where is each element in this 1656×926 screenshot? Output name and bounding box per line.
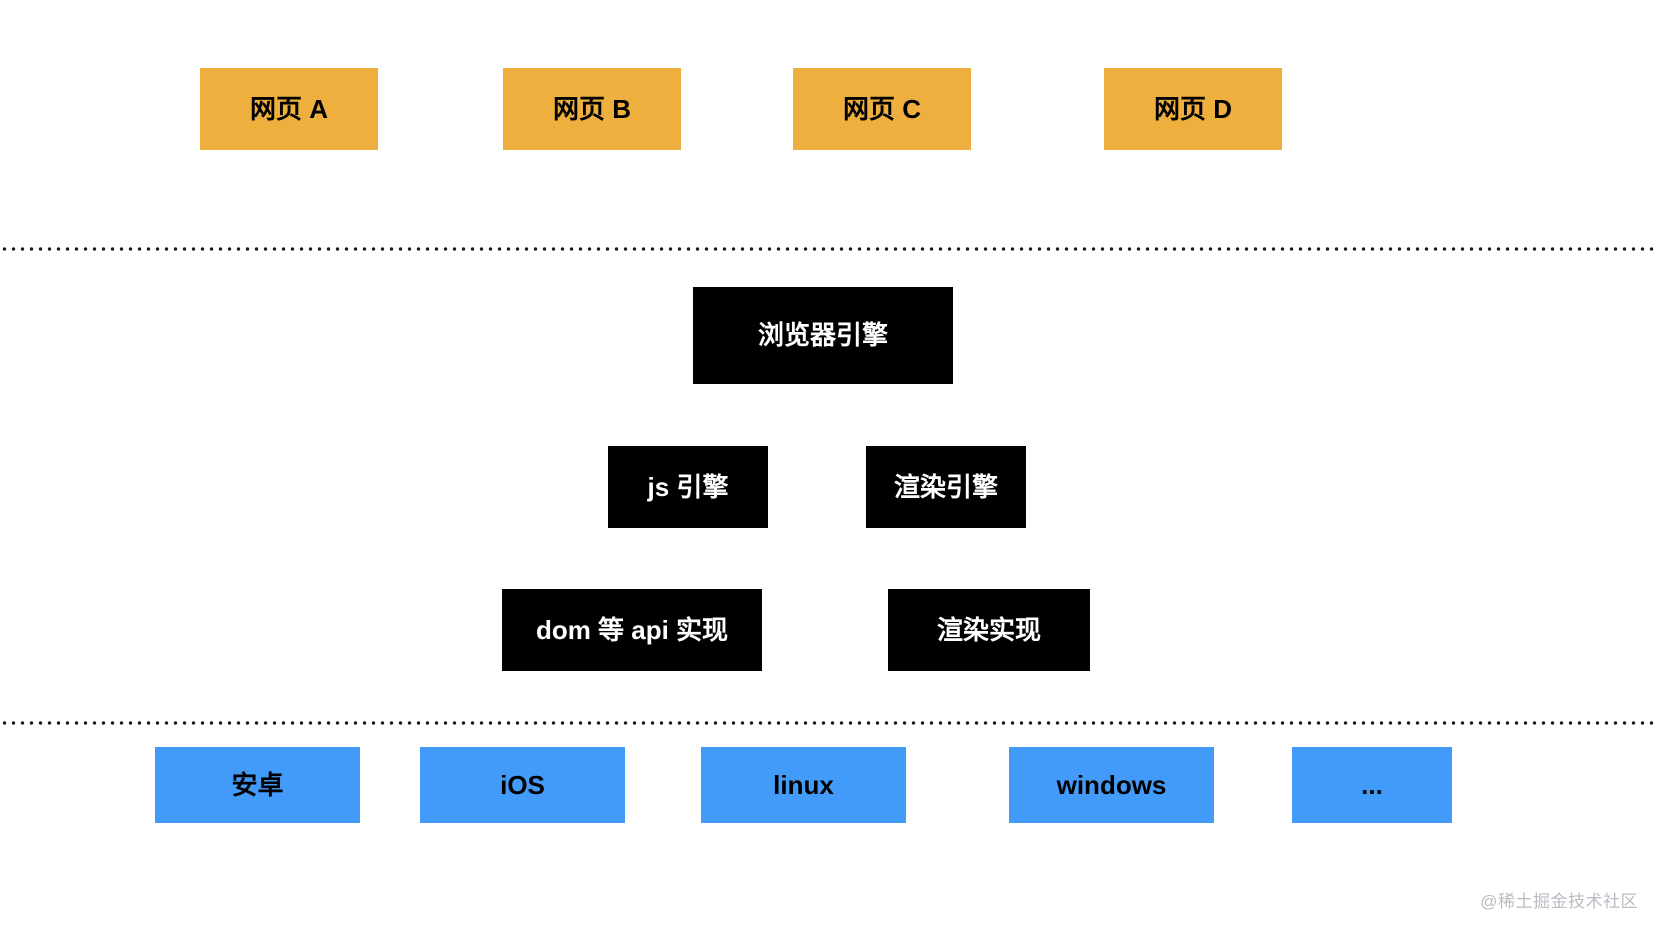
divider-engine-platform <box>0 721 1656 725</box>
node-label: 网页 D <box>1153 93 1232 124</box>
node-box[interactable]: 网页 B <box>503 68 681 150</box>
node-label: windows <box>1056 769 1167 800</box>
node-box[interactable]: 网页 C <box>793 68 971 150</box>
node-box[interactable]: dom 等 api 实现 <box>502 589 762 671</box>
node-label: 网页 A <box>249 93 328 124</box>
node-box[interactable]: 安卓 <box>155 747 360 823</box>
node-box[interactable]: 渲染实现 <box>888 589 1090 671</box>
node-label: 渲染引擎 <box>893 471 998 502</box>
node-box[interactable]: windows <box>1009 747 1214 823</box>
watermark-label: @稀土掘金技术社区 <box>1480 892 1638 911</box>
node-label: dom 等 api 实现 <box>535 614 729 645</box>
node-label: iOS <box>500 769 545 800</box>
node-box[interactable]: 网页 D <box>1104 68 1282 150</box>
node-label: 网页 C <box>842 93 921 124</box>
node-label: js 引擎 <box>647 471 729 502</box>
node-box[interactable]: 网页 A <box>200 68 378 150</box>
node-label: 渲染实现 <box>936 614 1041 645</box>
node-box[interactable]: ... <box>1292 747 1452 823</box>
divider-pages-engine <box>0 247 1656 251</box>
node-label: 网页 B <box>552 93 631 124</box>
node-label: linux <box>773 769 834 800</box>
node-label: 浏览器引擎 <box>757 320 888 351</box>
node-box[interactable]: js 引擎 <box>608 446 768 528</box>
node-box[interactable]: iOS <box>420 747 625 823</box>
node-label: ... <box>1361 769 1383 800</box>
node-box[interactable]: linux <box>701 747 906 823</box>
node-box[interactable]: 浏览器引擎 <box>693 287 953 384</box>
node-label: 安卓 <box>231 769 284 800</box>
node-box[interactable]: 渲染引擎 <box>866 446 1026 528</box>
